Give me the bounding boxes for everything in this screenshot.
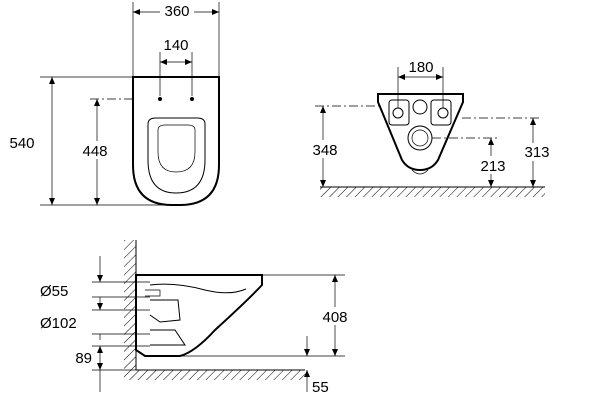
back-outlet-height-label: 213 <box>480 158 505 175</box>
back-fixing-spacing-label: 180 <box>408 59 433 76</box>
side-bowl-outline <box>135 274 263 357</box>
back-inlet-height-label: 313 <box>524 144 549 161</box>
front-fixing-hole-left <box>158 97 162 101</box>
front-width-label: 360 <box>164 3 189 20</box>
front-fixing-hole-right <box>190 97 194 101</box>
back-view: 180 348 213 313 <box>312 59 556 197</box>
side-foot-gap-label: 55 <box>312 379 329 396</box>
front-bowl-opening <box>147 117 206 194</box>
front-hole-spacing-label: 140 <box>163 37 188 54</box>
side-outlet-floor-label: 89 <box>75 350 92 367</box>
front-bowl-outline <box>132 76 220 206</box>
back-bowl-outline <box>377 93 464 172</box>
back-inlet <box>412 99 428 115</box>
front-bowl-rim <box>157 124 196 173</box>
back-outlet <box>407 125 433 151</box>
side-bowl-height-label: 408 <box>322 309 347 326</box>
side-inlet-diameter-label: Ø55 <box>40 283 68 300</box>
back-fixing-height-label: 348 <box>312 142 337 159</box>
front-hole-to-tip-label: 448 <box>82 143 107 160</box>
front-length-label: 540 <box>9 135 34 152</box>
front-view: 360 140 540 448 <box>2 2 220 206</box>
side-outlet-diameter-label: Ø102 <box>40 315 77 332</box>
side-view: Ø55 Ø102 89 408 55 <box>40 240 354 396</box>
